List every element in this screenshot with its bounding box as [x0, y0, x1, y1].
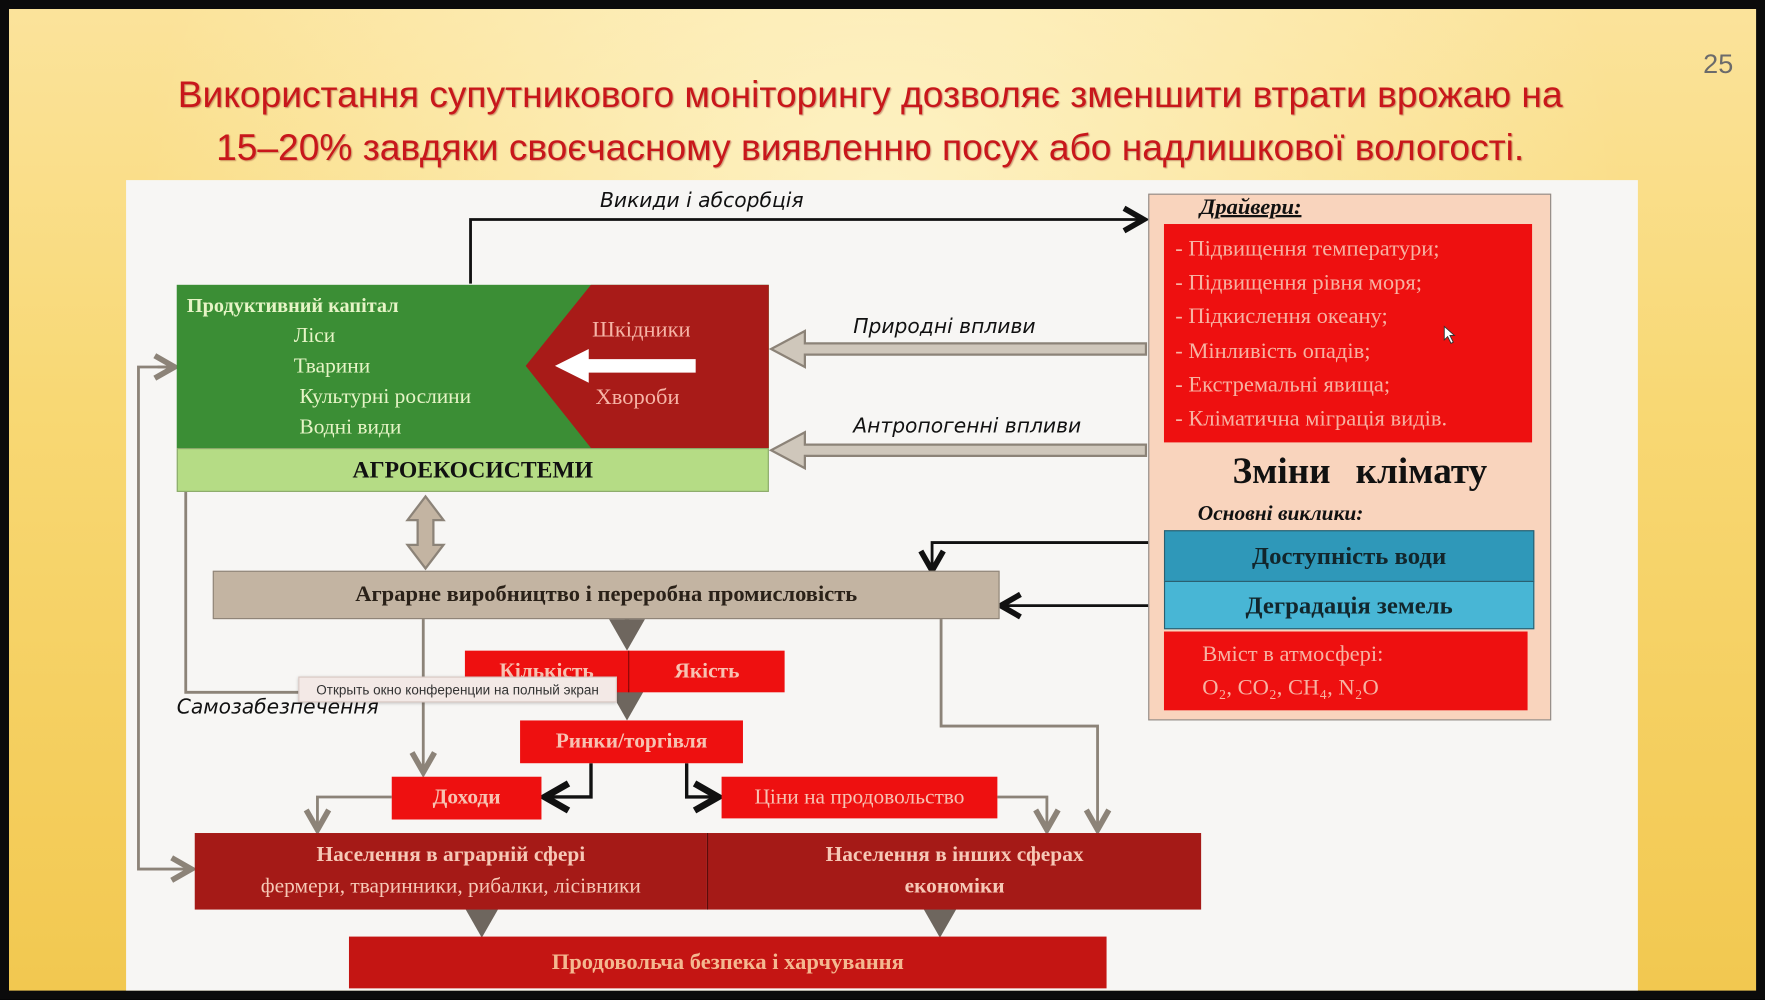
- climate-change-panel: Драйвери: - Підвищення температури; - Пі…: [1148, 193, 1552, 721]
- threat-pests: Шкідники: [592, 317, 691, 343]
- markets-to-prices: [684, 763, 719, 797]
- production-bar: Аграрне виробництво і переробна промисло…: [212, 570, 1000, 620]
- water-availability-box: Доступність води: [1163, 530, 1535, 582]
- quality-box: Якість: [628, 650, 785, 693]
- agri-population-title: Населення в аграрній сфері: [316, 843, 586, 867]
- driver-item: - Екстремальні явища;: [1175, 372, 1391, 398]
- markets-box: Ринки/торгівля: [520, 720, 743, 764]
- fullscreen-tooltip: Открыть окно конференции на полный экран: [298, 676, 617, 703]
- productive-capital-box: Продуктивний капітал Ліси Тварини Культу…: [176, 284, 769, 449]
- title-line-2: 15–20% завдяки своєчасному виявленню пос…: [216, 126, 1525, 168]
- capital-item: Ліси: [293, 324, 336, 348]
- arrow-left-icon: [554, 348, 696, 383]
- atmosphere-gases: O₂, CO₂, CH₄, N₂O: [1202, 675, 1379, 701]
- driver-item: - Мінливість опадів;: [1175, 338, 1371, 364]
- markets-to-income: [545, 763, 593, 797]
- page-number: 25: [1703, 49, 1734, 80]
- agroecosystems-bar: АГРОЕКОСИСТЕМИ: [176, 448, 769, 492]
- slide-title: Використання супутникового моніторингу д…: [9, 68, 1731, 174]
- other-population-title: Населення в інших сферах: [825, 843, 1084, 867]
- food-security-box: Продовольча безпека і харчування: [348, 936, 1107, 989]
- double-arrow: [405, 494, 446, 571]
- driver-item: - Кліматична міграція видів.: [1175, 406, 1448, 432]
- driver-item: - Підкислення океану;: [1175, 304, 1388, 330]
- agri-population-box: Населення в аграрній сфері фермери, твар…: [194, 833, 707, 910]
- natural-impacts-arrow: [768, 329, 1148, 369]
- water-connector: [932, 541, 1163, 571]
- natural-impacts-label: Природні впливи: [853, 315, 1036, 339]
- anthropogenic-impacts-label: Антропогенні впливи: [853, 414, 1082, 438]
- self-sufficiency-connector: [184, 491, 304, 694]
- atmosphere-box: Вміст в атмосфері: O₂, CO₂, CH₄, N₂O: [1163, 631, 1528, 711]
- anthropogenic-impacts-arrow: [768, 430, 1148, 471]
- threat-diseases: Хвороби: [595, 384, 680, 410]
- title-line-1: Використання супутникового моніторингу д…: [177, 73, 1563, 115]
- income-box: Доходи: [391, 776, 542, 820]
- productive-capital-heading: Продуктивний капітал: [186, 293, 399, 317]
- land-degradation-box: Деградація земель: [1163, 580, 1535, 630]
- production-to-other-population: [939, 616, 1097, 830]
- capital-item: Водні види: [299, 415, 402, 440]
- emissions-connector: [469, 220, 1144, 284]
- other-population-box: Населення в інших сферах економіки: [706, 833, 1202, 910]
- atmosphere-label: Вміст в атмосфері:: [1202, 641, 1384, 667]
- climate-change-title: Зміни клімату: [1232, 451, 1488, 492]
- capital-item: Тварини: [293, 354, 371, 379]
- prices-to-population: [997, 795, 1047, 830]
- driver-item: - Підвищення температури;: [1175, 236, 1440, 262]
- capital-item: Культурні рослини: [299, 384, 472, 409]
- threat-region: [525, 284, 769, 449]
- food-prices-box: Ціни на продовольство: [721, 776, 998, 819]
- drivers-heading: Драйвери:: [1199, 194, 1302, 220]
- driver-item: - Підвищення рівня моря;: [1175, 270, 1422, 296]
- other-population-subtitle: економіки: [904, 874, 1005, 899]
- income-to-population: [317, 795, 392, 830]
- drivers-list: - Підвищення температури; - Підвищення р…: [1163, 224, 1533, 443]
- agri-population-subtitle: фермери, тваринники, рибалки, лісівники: [260, 874, 641, 899]
- challenges-heading: Основні виклики:: [1197, 502, 1364, 526]
- emissions-label: Викиди і абсорбція: [599, 189, 804, 213]
